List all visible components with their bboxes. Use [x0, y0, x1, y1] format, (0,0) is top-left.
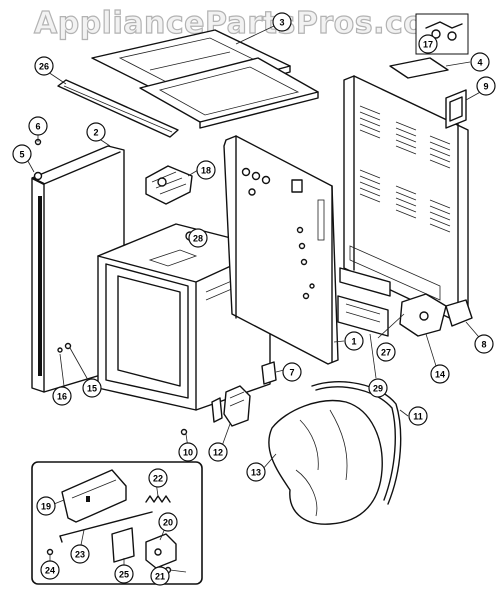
site-watermark: AppliancePartsPros.com [33, 5, 457, 41]
svg-text:20: 20 [163, 518, 173, 528]
part-oven-gasket [311, 380, 402, 505]
svg-text:22: 22 [153, 474, 163, 484]
svg-text:18: 18 [201, 166, 211, 176]
callout-7: 7 [282, 362, 302, 382]
callout-4: 4 [470, 52, 490, 72]
callout-21: 21 [150, 566, 170, 586]
svg-text:29: 29 [373, 384, 383, 394]
callout-3: 3 [272, 12, 292, 32]
svg-text:19: 19 [41, 502, 51, 512]
callout-14: 14 [430, 364, 450, 384]
callout-8: 8 [474, 334, 494, 354]
part-oven-liner [97, 223, 271, 411]
callout-5: 5 [12, 144, 32, 164]
part-clip-assembly [415, 13, 469, 55]
svg-text:23: 23 [75, 550, 85, 560]
svg-text:6: 6 [35, 122, 40, 132]
svg-text:26: 26 [39, 62, 49, 72]
svg-text:3: 3 [279, 18, 284, 28]
callout-1: 1 [344, 331, 364, 351]
part-small-bracket [261, 361, 277, 385]
svg-text:13: 13 [251, 468, 261, 478]
svg-text:14: 14 [435, 370, 445, 380]
callout-16: 16 [52, 386, 72, 406]
svg-text:17: 17 [423, 40, 433, 50]
svg-text:11: 11 [413, 412, 423, 422]
svg-text:4: 4 [477, 58, 482, 68]
svg-text:2: 2 [93, 128, 98, 138]
back-panel-louvers [359, 105, 451, 233]
callout-27: 27 [376, 342, 396, 362]
part-corner-bracket [445, 299, 473, 327]
callout-12: 12 [208, 442, 228, 462]
part-vent-frame [445, 89, 467, 129]
svg-text:28: 28 [193, 234, 203, 244]
callout-19: 19 [36, 496, 56, 516]
svg-text:15: 15 [87, 384, 97, 394]
callout-22: 22 [148, 468, 168, 488]
callout-25: 25 [114, 564, 134, 584]
leader-lines [23, 25, 485, 573]
part-cooktop-pan [139, 57, 319, 129]
svg-text:9: 9 [483, 82, 488, 92]
part-cover-plate [389, 57, 449, 79]
callout-17: 17 [418, 34, 438, 54]
part-side-frame-right [223, 135, 339, 365]
svg-text:21: 21 [155, 572, 165, 582]
part-insulation-plates [337, 267, 391, 337]
callout-20: 20 [158, 512, 178, 532]
callout-13: 13 [246, 462, 266, 482]
callout-9: 9 [476, 76, 496, 96]
callout-6: 6 [28, 116, 48, 136]
svg-text:12: 12 [213, 448, 223, 458]
part-hinge-receptacle [211, 385, 251, 427]
svg-text:8: 8 [481, 340, 486, 350]
svg-text:16: 16 [57, 392, 67, 402]
svg-text:25: 25 [119, 570, 129, 580]
callouts: 3 17 4 26 9 6 2 5 18 28 1 8 27 7 14 29 1… [12, 12, 496, 586]
part-insulation-blanket [268, 399, 383, 525]
part-screw-10 [180, 428, 188, 436]
callout-18: 18 [196, 160, 216, 180]
callout-2-left: 2 [86, 122, 106, 142]
svg-text:1: 1 [351, 337, 356, 347]
svg-text:5: 5 [19, 150, 24, 160]
part-bottom-bracket [399, 293, 447, 337]
callout-11: 11 [408, 406, 428, 426]
callout-26: 26 [34, 56, 54, 76]
callout-10: 10 [178, 442, 198, 462]
callout-29: 29 [368, 378, 388, 398]
part-switch-assembly [145, 165, 193, 205]
svg-text:24: 24 [45, 566, 55, 576]
callout-24: 24 [40, 560, 60, 580]
svg-text:10: 10 [183, 448, 193, 458]
callout-15: 15 [82, 378, 102, 398]
svg-text:27: 27 [381, 348, 391, 358]
callout-28: 28 [188, 228, 208, 248]
callout-23: 23 [70, 544, 90, 564]
svg-text:7: 7 [289, 368, 294, 378]
